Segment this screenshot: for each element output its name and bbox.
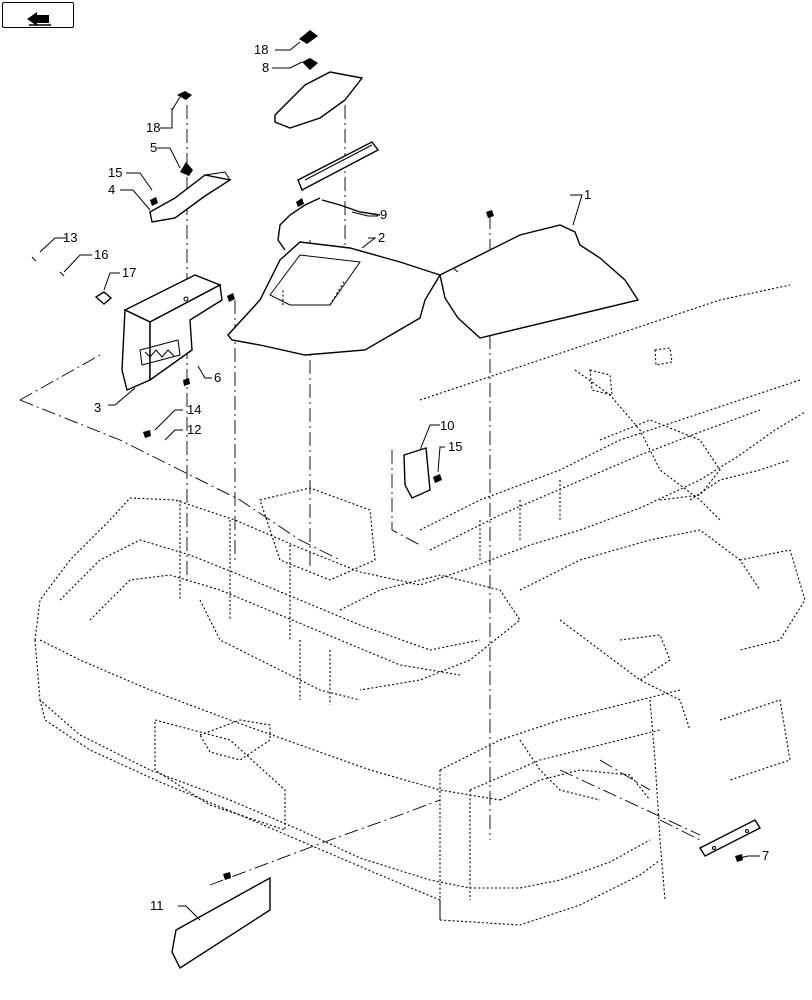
callout-12: 12 — [187, 422, 201, 437]
part-3-bracket — [94, 274, 223, 391]
callout-18a: 18 — [146, 120, 160, 135]
callout-16: 16 — [94, 247, 108, 262]
callout-13: 13 — [63, 230, 77, 245]
part-11-panel — [171, 876, 271, 970]
callout-15a: 15 — [108, 165, 122, 180]
part-2-cover — [227, 241, 442, 356]
part-9-cable — [277, 197, 381, 251]
callout-11: 11 — [150, 898, 164, 913]
callout-9: 9 — [380, 207, 387, 222]
part-8-plate — [274, 71, 380, 191]
callout-5: 5 — [150, 140, 157, 155]
callout-labels: 1 2 3 4 5 6 7 8 9 10 11 12 13 14 15 15 1… — [63, 42, 769, 913]
callout-8: 8 — [262, 60, 269, 75]
callout-18b: 18 — [254, 42, 268, 57]
callout-2: 2 — [378, 230, 385, 245]
callout-10: 10 — [440, 418, 454, 433]
callout-7: 7 — [762, 848, 769, 863]
part-7-plate — [699, 819, 761, 857]
knob-fasteners — [31, 30, 743, 880]
callout-3: 3 — [94, 400, 101, 415]
callout-14: 14 — [187, 402, 201, 417]
part-1-cover — [439, 224, 640, 339]
next-page-button[interactable] — [2, 2, 74, 28]
part-10-panel — [403, 447, 431, 499]
callout-1: 1 — [584, 187, 591, 202]
leader-lines — [39, 41, 760, 921]
callout-4: 4 — [108, 182, 115, 197]
assembly-centerlines — [19, 105, 701, 886]
part-4-plate — [149, 171, 232, 223]
chassis-frame — [34, 284, 806, 926]
callout-6: 6 — [214, 370, 221, 385]
callout-15b: 15 — [448, 439, 462, 454]
arrow-right-icon — [27, 12, 51, 26]
callout-17: 17 — [122, 265, 136, 280]
